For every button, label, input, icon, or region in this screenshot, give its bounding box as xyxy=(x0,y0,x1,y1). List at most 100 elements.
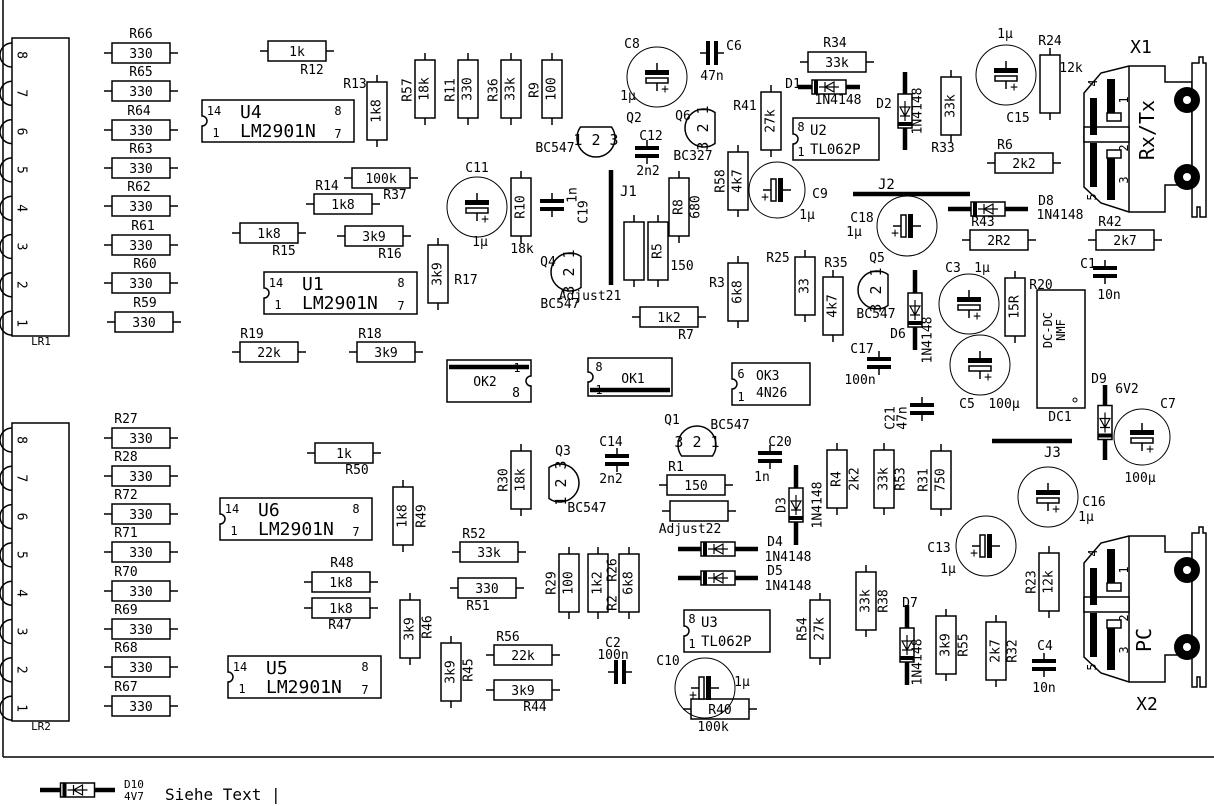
resistor-ref: R45 xyxy=(462,658,477,681)
capacitor-ref: C4 xyxy=(1037,639,1053,654)
capacitor-ref: C16 xyxy=(1082,495,1105,510)
diode-ref: D1 xyxy=(785,77,801,92)
capacitor-value: 1µ xyxy=(472,235,488,250)
resistor-value: 100 xyxy=(545,77,560,100)
resistor-ref: R50 xyxy=(345,463,368,478)
capacitor-ref: C9 xyxy=(812,187,828,202)
resistor-value: 330 xyxy=(129,661,152,676)
resistor-value: 100k xyxy=(365,172,396,187)
resistor-ref: R51 xyxy=(466,599,489,614)
transistor-pins: 3 2 1 xyxy=(694,105,712,150)
opto-ref: OK1 xyxy=(621,372,644,387)
resistor-ref: R46 xyxy=(421,615,436,638)
ic-part: TL062P xyxy=(701,634,752,650)
trimmer-label: Adjust21 xyxy=(559,289,622,304)
connector-pin-label: 5 xyxy=(14,551,29,559)
capacitor-value: 1µ xyxy=(734,675,750,690)
pin-label: 1 xyxy=(797,145,804,159)
resistor-ref: R36 xyxy=(487,78,502,101)
capacitor-value: 100n xyxy=(844,373,875,388)
transistor-ref: Q1 xyxy=(664,413,680,428)
pin-label: 1 xyxy=(238,682,245,696)
resistor-ref: R48 xyxy=(330,556,353,571)
footnote-value: 4V7 xyxy=(124,790,144,803)
pin-label: 1 xyxy=(595,383,602,397)
resistor-ref: R41 xyxy=(733,99,756,114)
resistor-ref: R52 xyxy=(462,527,485,542)
resistor-ref: R37 xyxy=(383,188,406,203)
connector-pin-label: 7 xyxy=(14,474,29,482)
subd-pin-label: 3 xyxy=(1117,176,1131,183)
ic-ref: U4 xyxy=(240,102,262,123)
resistor-value: 3k9 xyxy=(939,633,954,656)
jumper-j1: J1 xyxy=(608,170,637,285)
diode-value: 1N4148 xyxy=(1037,208,1084,223)
pin-label: 7 xyxy=(361,683,368,697)
pin-label: 14 xyxy=(233,660,247,674)
resistor-value: 1k8 xyxy=(329,576,352,591)
resistor-value: 18k xyxy=(514,468,529,492)
resistor-ref: R44 xyxy=(523,700,547,715)
trimmer-1: Adjust21 xyxy=(559,215,645,304)
plus-icon: + xyxy=(661,82,669,97)
plus-icon: + xyxy=(984,370,992,385)
opto-ref: OK2 xyxy=(473,375,496,390)
capacitor-ref: C11 xyxy=(465,161,488,176)
plus-icon: + xyxy=(1146,442,1154,457)
capacitor-value: 10n xyxy=(1032,681,1055,696)
capacitor-value: 1µ xyxy=(974,261,990,276)
diode-value: 1N4148 xyxy=(815,93,862,108)
resistor-ref: R58 xyxy=(714,169,729,192)
resistor-ref: R34 xyxy=(823,36,847,51)
connector-pin-label: 6 xyxy=(14,513,29,521)
resistor-ref: R5 xyxy=(651,243,666,259)
resistor-value: 33 xyxy=(798,278,813,294)
diode-d1: D1 1N4148 xyxy=(785,77,861,108)
trimmer-label: Adjust22 xyxy=(659,522,722,537)
resistor-value: 18k xyxy=(418,77,433,101)
resistor-value: 1k8 xyxy=(370,99,385,122)
capacitor-ref: C20 xyxy=(768,435,791,450)
transistor-pins: 3 2 1 xyxy=(867,267,885,312)
pin-label: 14 xyxy=(207,104,221,118)
resistor-ref: R70 xyxy=(114,565,137,580)
resistor-value: 1k8 xyxy=(331,198,354,213)
resistor-value: 27k xyxy=(813,617,828,641)
transistor-pins: 3 2 1 xyxy=(560,249,578,294)
subd-pin-label: 5 xyxy=(1085,193,1099,200)
subd-pin-label: 1 xyxy=(1117,96,1131,103)
transistor-type: BC547 xyxy=(567,501,606,516)
resistor-value: 330 xyxy=(129,585,152,600)
ic-part: LM2901N xyxy=(258,519,334,540)
subd-pin-label: 3 xyxy=(1117,646,1131,653)
pin-label: 14 xyxy=(269,276,283,290)
resistor-ref: R55 xyxy=(957,633,972,656)
